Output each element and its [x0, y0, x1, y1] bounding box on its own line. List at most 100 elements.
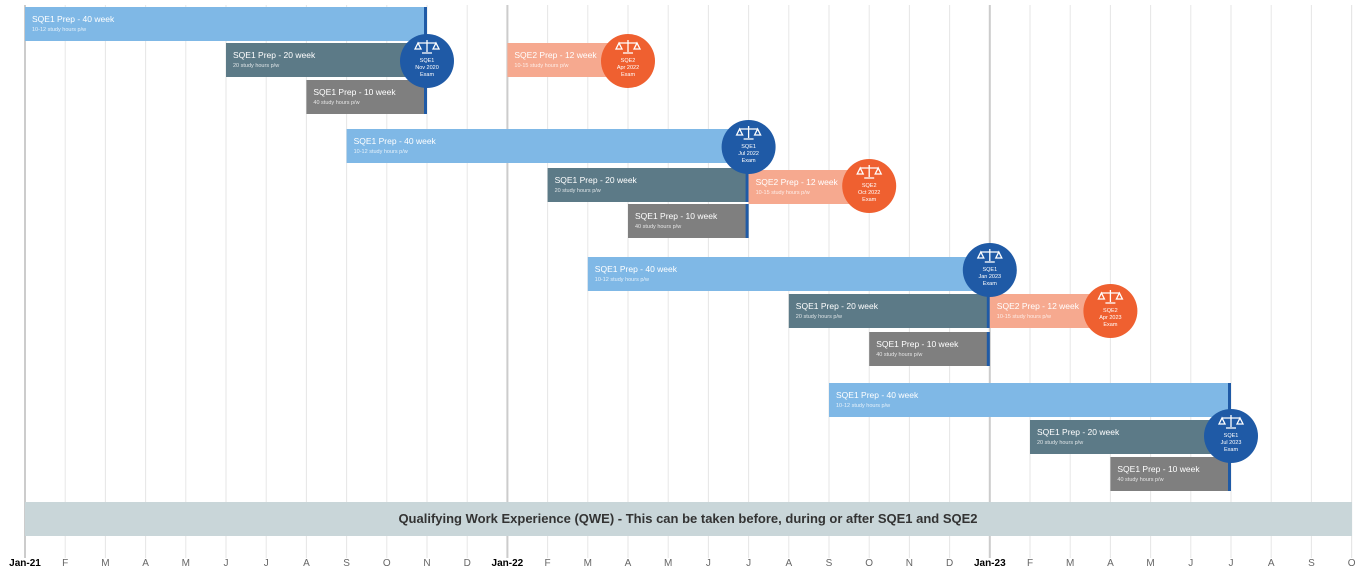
scales-icon	[735, 126, 762, 140]
prep-bar-rect	[869, 332, 990, 366]
prep-bar-rect	[226, 43, 427, 77]
x-tick-label: J	[1188, 558, 1193, 569]
prep-bar-subtitle: 10-15 study hours p/w	[997, 314, 1051, 320]
prep-bar-title: SQE1 Prep - 40 week	[354, 136, 437, 146]
x-tick-label: A	[1268, 558, 1275, 569]
exam-badge-label: Oct 2022	[858, 190, 880, 196]
prep-bar-title: SQE1 Prep - 10 week	[635, 211, 718, 221]
x-tick-label: F	[545, 558, 551, 569]
exam-marker-line	[745, 204, 749, 238]
x-tick-label: Jan-22	[492, 558, 524, 569]
qwe-bar	[25, 502, 1352, 536]
exam-badge-circle	[842, 159, 897, 213]
prep-bar-subtitle: 10-12 study hours p/w	[836, 403, 890, 409]
scales-icon-pan-right	[994, 250, 1003, 259]
x-tick-label: A	[625, 558, 632, 569]
prep-bar-subtitle: 10-12 study hours p/w	[32, 27, 86, 33]
exam-marker-line	[424, 7, 427, 41]
prep-bar-title: SQE1 Prep - 40 week	[32, 14, 115, 24]
x-tick-label: F	[1027, 558, 1033, 569]
x-tick-label: O	[1348, 558, 1356, 569]
exam-badge-circle	[601, 34, 655, 88]
exam-badge-label: SQE2	[862, 183, 877, 189]
exam-badge-circle	[1083, 284, 1138, 338]
exam-marker-line	[745, 168, 749, 202]
exam-badge-label: Jul 2023	[1221, 440, 1242, 446]
prep-bar: SQE1 Prep - 20 week 20 study hours p/w	[1030, 420, 1231, 454]
x-tick-label: M	[664, 558, 672, 569]
x-tick-label: O	[865, 558, 873, 569]
scales-icon-pan-left	[856, 166, 865, 175]
scales-icon-pan-right	[1235, 416, 1245, 425]
exam-badge-label: SQE1	[982, 267, 997, 273]
prep-bar-rect	[829, 383, 1231, 417]
x-tick-label: J	[1229, 558, 1234, 569]
scales-icon-pan-right	[753, 127, 762, 136]
scales-icon-pan-right	[874, 166, 883, 175]
scales-icon	[976, 249, 1003, 263]
prep-bar-rect	[1030, 420, 1231, 454]
x-tick-label: S	[1308, 558, 1315, 569]
exam-badge-label: Apr 2023	[1099, 315, 1121, 321]
prep-bar-subtitle: 40 study hours p/w	[876, 352, 922, 358]
exam-badge-label: Exam	[983, 281, 997, 287]
exam-badge-label: Exam	[1103, 322, 1117, 328]
prep-bar-rect	[1110, 457, 1231, 491]
prep-bar-rect	[788, 294, 990, 328]
prep-bar-title: SQE2 Prep - 12 week	[514, 50, 597, 60]
exam-badge-label: SQE1	[741, 144, 756, 150]
exam-marker-line	[1228, 457, 1231, 491]
x-tick-label: M	[1066, 558, 1074, 569]
prep-bar-title: SQE1 Prep - 20 week	[1037, 427, 1120, 437]
x-tick-label: J	[706, 558, 711, 569]
prep-bar-title: SQE1 Prep - 20 week	[555, 175, 638, 185]
x-tick-label: D	[464, 558, 471, 569]
scales-icon-pan-left	[1217, 416, 1227, 425]
prep-bar-subtitle: 20 study hours p/w	[1037, 440, 1083, 446]
exam-badge-label: SQE2	[1103, 308, 1118, 314]
scales-icon-pan-right	[632, 41, 642, 50]
x-tick-label: D	[946, 558, 953, 569]
prep-bar-subtitle: 20 study hours p/w	[555, 188, 601, 194]
prep-bar-rect	[547, 168, 749, 202]
scales-icon-pan-right	[1115, 291, 1124, 300]
exam-badge-circle	[721, 120, 776, 174]
prep-bar-title: SQE1 Prep - 10 week	[313, 87, 396, 97]
x-tick-label: A	[785, 558, 792, 569]
scales-icon-pan-left	[976, 250, 985, 259]
x-tick-label: M	[101, 558, 109, 569]
exam-badge-label: Exam	[420, 72, 434, 78]
exam-badge-label: Exam	[1224, 447, 1238, 453]
exam-badge-label: Exam	[742, 158, 756, 164]
prep-bar-rect	[306, 80, 427, 114]
exam-badge-label: Nov 2020	[415, 65, 439, 71]
scales-icon	[1097, 290, 1124, 304]
prep-bar-rect	[346, 129, 749, 163]
scales-icon	[413, 40, 441, 54]
scales-icon-pan-right	[431, 41, 441, 50]
scales-icon-pan-left	[1097, 291, 1106, 300]
exam-badge-circle	[400, 34, 454, 88]
exam-badge-label: Jul 2022	[738, 151, 759, 157]
exam-marker-line	[986, 294, 990, 328]
prep-bar-subtitle: 20 study hours p/w	[233, 63, 279, 69]
prep-bar-subtitle: 10-15 study hours p/w	[514, 63, 568, 69]
exam-badge-label: Jan 2023	[978, 274, 1001, 280]
x-tick-label: J	[224, 558, 229, 569]
prep-bar-rect	[628, 204, 749, 238]
prep-bar-subtitle: 40 study hours p/w	[313, 100, 359, 106]
scales-icon	[856, 165, 883, 179]
